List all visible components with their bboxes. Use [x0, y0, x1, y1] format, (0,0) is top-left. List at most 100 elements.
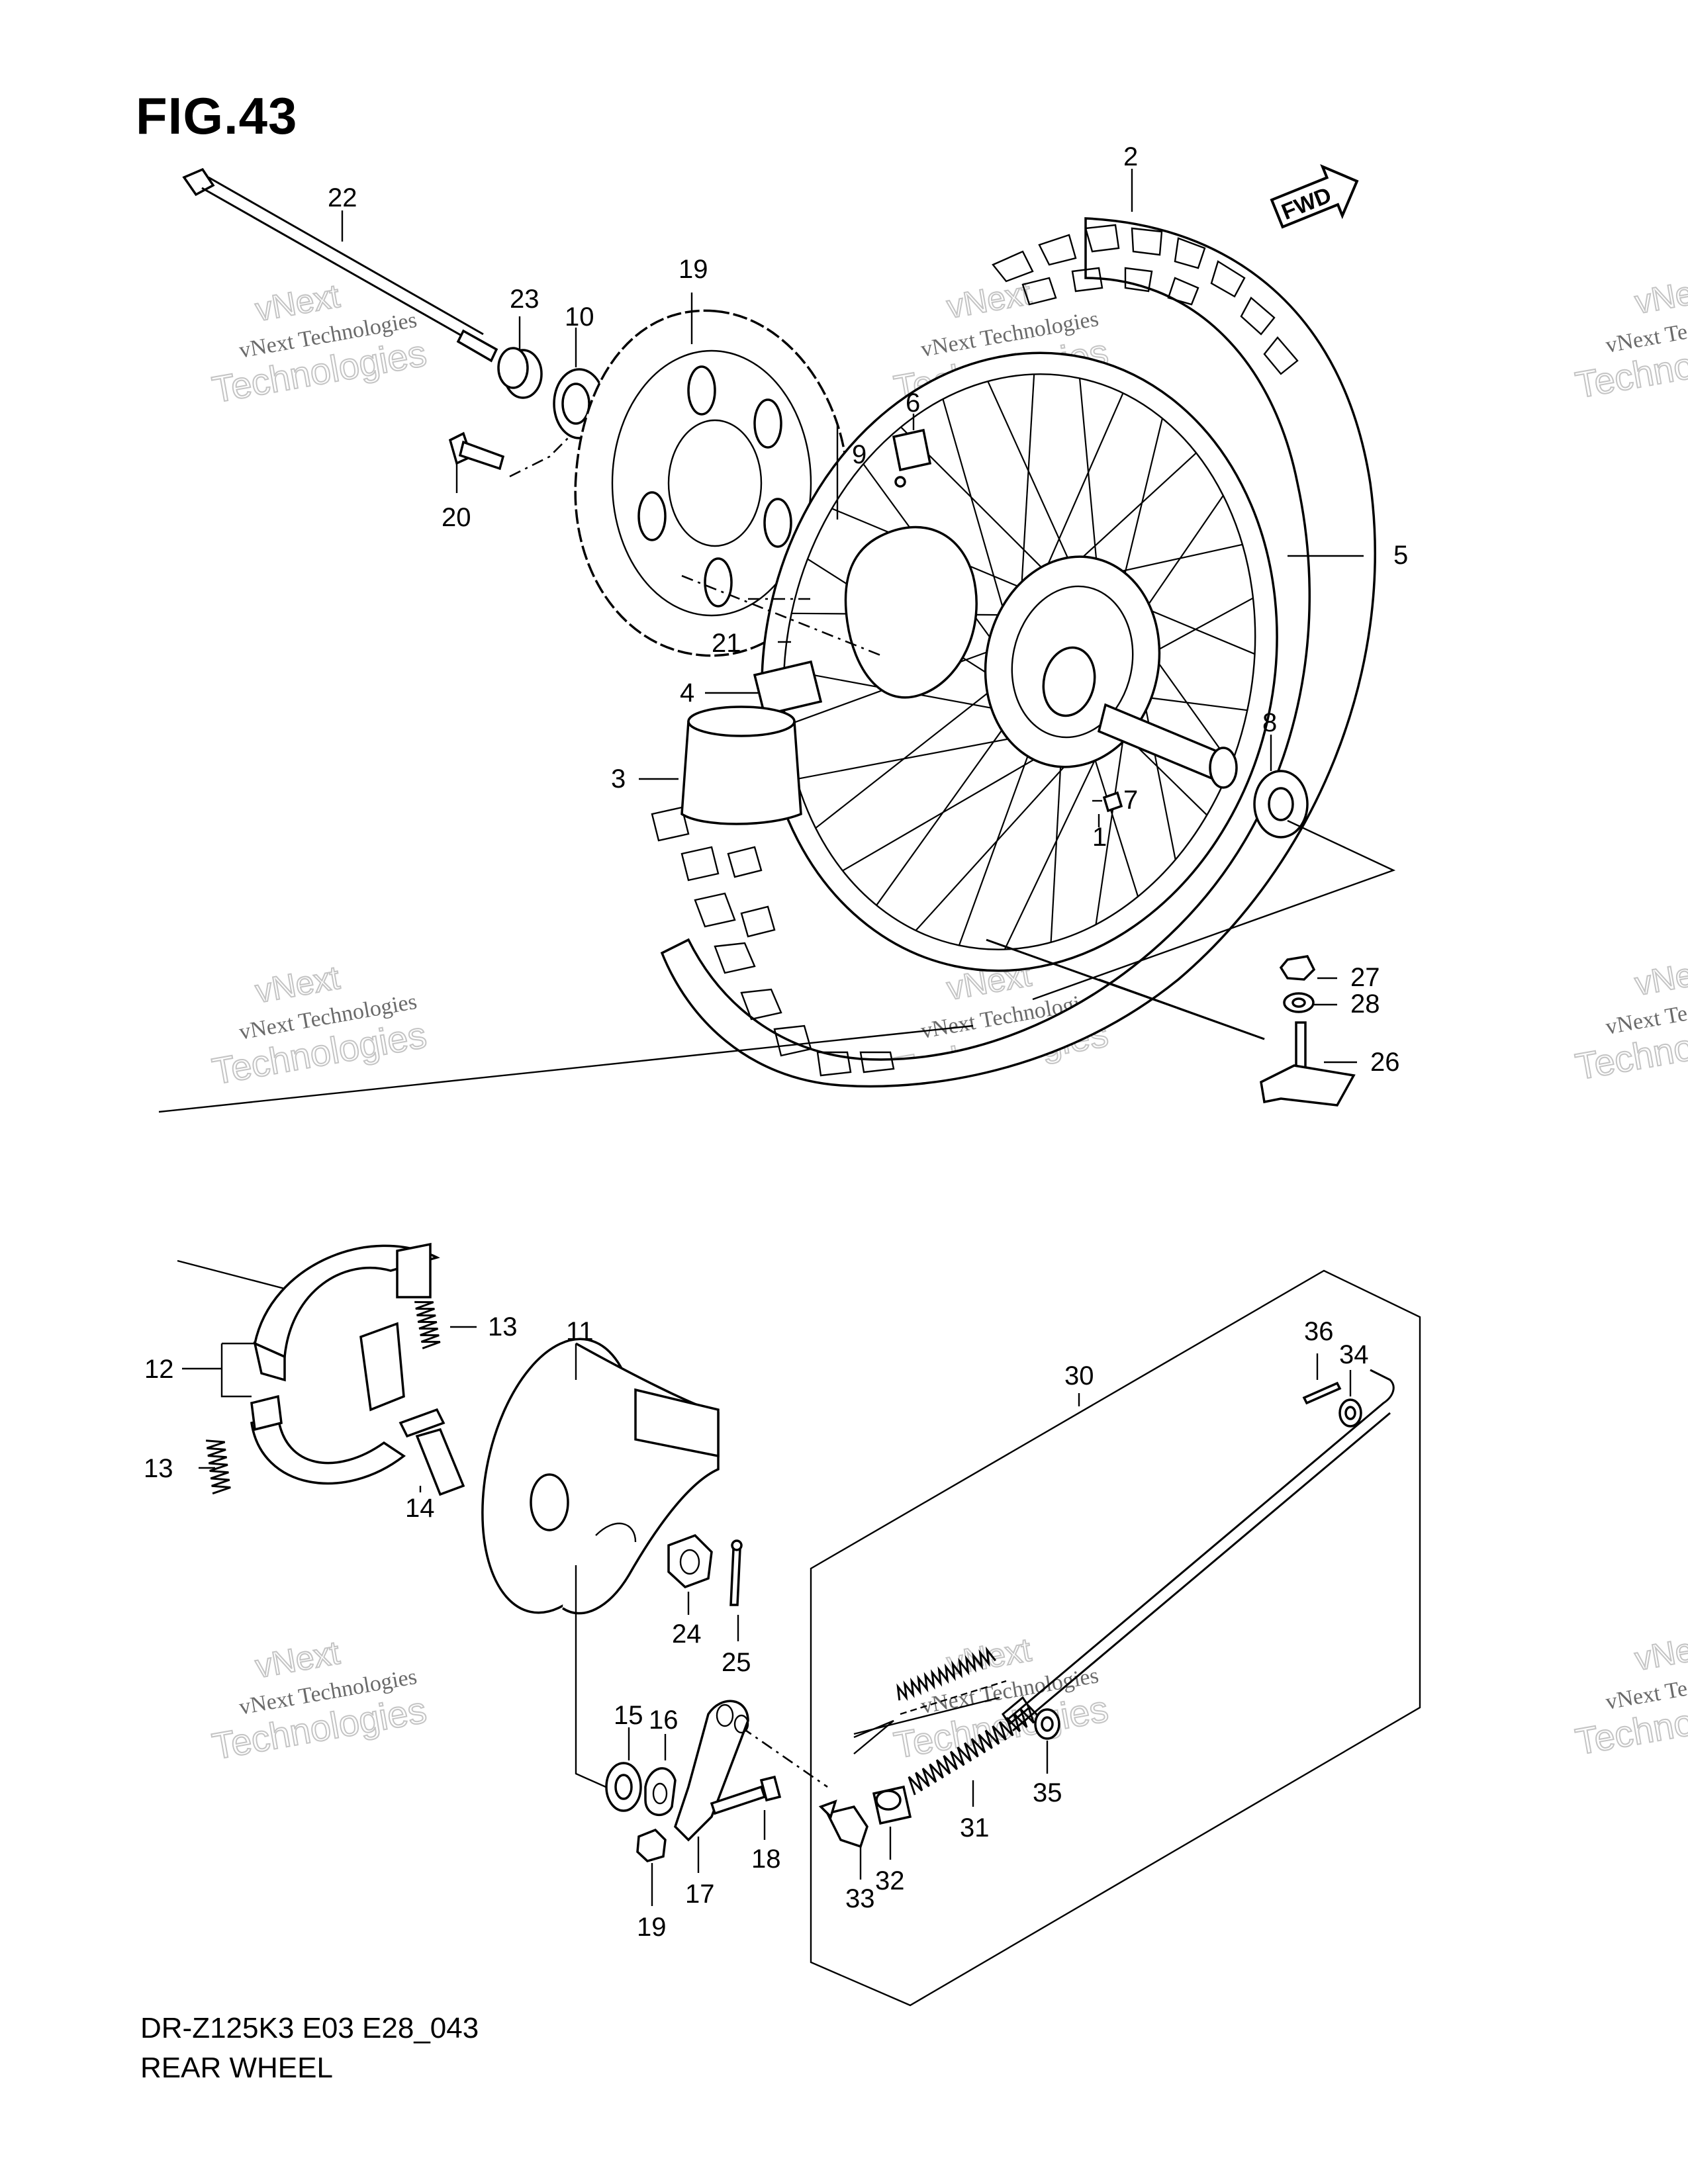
callout-36: 36	[1304, 1317, 1334, 1346]
svg-text:vNext: vNext	[1632, 270, 1688, 321]
callout-2: 2	[1123, 142, 1138, 171]
part-13-spring-upper	[414, 1300, 441, 1349]
part-36-cotter-pin	[1302, 1381, 1342, 1405]
callout-28: 27	[1350, 963, 1380, 992]
callout-4: 4	[680, 678, 694, 707]
part-16-indicator	[644, 1767, 677, 1817]
part-19-nut	[636, 1828, 667, 1862]
callout-33: 33	[845, 1884, 875, 1913]
part-14-camshaft	[399, 1408, 465, 1496]
spoke	[1021, 374, 1035, 582]
callout-9: 9	[852, 440, 867, 469]
callout-32: 32	[875, 1866, 905, 1895]
callout-24: 23	[510, 285, 539, 314]
part-29-washer	[1283, 992, 1315, 1013]
svg-text:vNext: vNext	[253, 277, 343, 328]
part-28-nut	[1279, 955, 1316, 981]
watermark-4: vNext vNext Technologies Technologies	[209, 958, 430, 1093]
callout-19: 19	[637, 1913, 667, 1942]
part-11-brake-panel	[481, 1338, 720, 1615]
part-24-spacer	[497, 347, 543, 399]
callout-31: 31	[960, 1813, 990, 1843]
spoke	[815, 685, 998, 829]
callout-26: 25	[722, 1648, 751, 1677]
callout-1: 1	[1092, 823, 1107, 852]
callout-35: 35	[1033, 1778, 1062, 1807]
callout-15: 15	[614, 1701, 643, 1730]
spoke	[915, 744, 1085, 931]
spoke	[1050, 747, 1062, 942]
svg-text:vNext: vNext	[1632, 1627, 1688, 1678]
figure-title: FIG.43	[136, 87, 298, 145]
svg-text:vNext: vNext	[944, 1631, 1034, 1682]
section-name: REAR WHEEL	[140, 2052, 333, 2084]
fwd-direction-badge: FWD	[1270, 163, 1359, 229]
part-31-spring	[908, 1704, 1042, 1796]
spoke	[942, 398, 1004, 609]
watermark-1: vNext vNext Technologies Technologies	[209, 277, 430, 411]
callout-29: 28	[1350, 989, 1380, 1019]
part-1-hub	[844, 525, 1238, 789]
callout-11: 11	[566, 1317, 594, 1346]
spoke	[1119, 418, 1163, 594]
callout-20: 19	[679, 255, 708, 284]
callout-8: 8	[1262, 708, 1277, 737]
callout-12: 12	[144, 1355, 174, 1384]
callout-25: 24	[672, 1619, 702, 1649]
callout-18: 18	[751, 1844, 781, 1874]
callout-17: 17	[685, 1880, 715, 1909]
svg-text:vNext: vNext	[253, 959, 343, 1010]
callout-5: 5	[1393, 541, 1408, 570]
part-33-wing-nut	[818, 1799, 868, 1848]
callout-labels: 2 5 6 9 19 22 23 10 20 21 4 3 8 7 1 27 2…	[144, 142, 1408, 1942]
callout-27: 26	[1370, 1048, 1400, 1077]
callout-21: 20	[442, 503, 471, 532]
part-35-washer	[1034, 1708, 1060, 1740]
part-25-castle-nut	[667, 1533, 713, 1589]
part-15-washer	[605, 1762, 642, 1812]
watermark-3: vNext vNext Technologies Technologies	[1571, 269, 1688, 407]
part-8-bearing	[1253, 770, 1309, 839]
spoke	[1047, 392, 1124, 566]
part-21-bolt	[448, 432, 570, 478]
callout-30: 30	[1064, 1361, 1094, 1390]
svg-text:vNext: vNext	[1632, 952, 1688, 1003]
part-6-rim-band	[892, 428, 932, 488]
callout-23: 22	[328, 183, 357, 212]
callout-34: 34	[1339, 1340, 1369, 1369]
spoke	[842, 746, 1056, 872]
watermark-9: vNext vNext Technologies Technologies	[1571, 1626, 1688, 1764]
callout-13-lower: 13	[144, 1454, 173, 1483]
part-26-cotter-pin	[729, 1539, 743, 1606]
part-4-collar	[753, 660, 823, 717]
part-17-brake-lever	[673, 1700, 749, 1842]
threaded-rod-end	[896, 1646, 996, 1702]
spoke	[796, 734, 1029, 780]
spoke	[1089, 742, 1139, 897]
part-32-joint	[872, 1785, 912, 1825]
callout-22: 21	[712, 629, 741, 658]
callout-6: 6	[906, 388, 920, 418]
part-7-nipple	[1102, 791, 1123, 813]
spoke	[1078, 378, 1098, 572]
model-code: DR-Z125K3 E03 E28_043	[140, 2012, 479, 2044]
part-27-rim-lock	[1260, 1021, 1356, 1107]
spoke	[1004, 729, 1111, 950]
arrow-right-icon	[1270, 163, 1359, 229]
callout-16: 16	[649, 1706, 679, 1735]
svg-text:vNext: vNext	[253, 1634, 343, 1685]
watermark-7: vNext vNext Technologies Technologies	[209, 1633, 430, 1768]
part-3-tube	[680, 705, 802, 825]
leader-lines	[182, 169, 1364, 1906]
part-34-washer	[1338, 1398, 1362, 1428]
callout-14: 14	[405, 1494, 435, 1523]
part-12-brake-shoes	[250, 1242, 440, 1485]
part-18-bolt	[710, 1775, 782, 1815]
part-23-axle	[182, 167, 498, 363]
spoke	[1102, 543, 1243, 576]
spoke	[1075, 452, 1197, 565]
callout-13-upper: 13	[488, 1312, 518, 1342]
callout-7: 7	[1123, 786, 1138, 815]
watermark-6: vNext vNext Technologies Technologies	[1571, 951, 1688, 1089]
part-13-spring-lower	[205, 1439, 231, 1495]
